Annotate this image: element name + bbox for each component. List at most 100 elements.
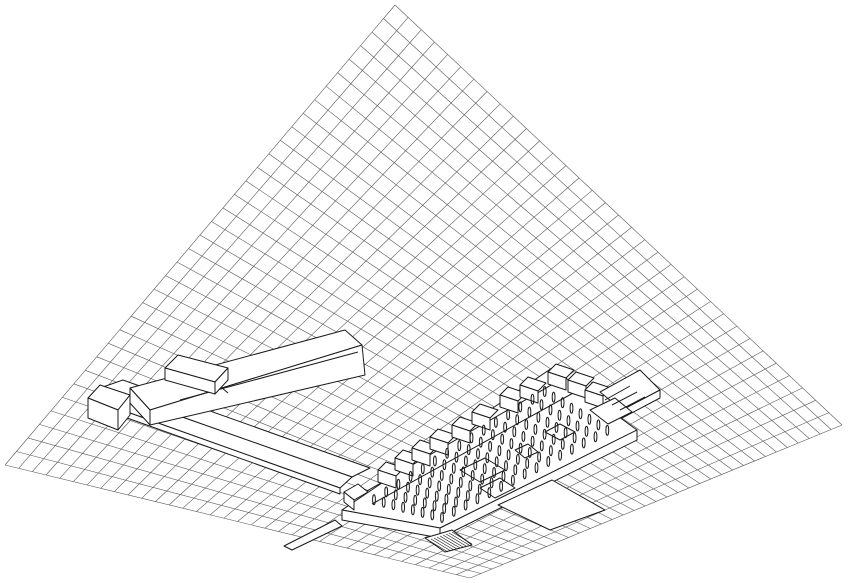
hatch-line [445, 533, 467, 547]
column [511, 474, 515, 486]
grid-line [27, 437, 492, 570]
column [403, 491, 408, 503]
column [551, 391, 556, 403]
column [494, 416, 498, 428]
skylight-box [471, 411, 491, 431]
column [512, 426, 517, 438]
bar-end-cap [87, 384, 131, 431]
column [430, 466, 435, 478]
column [549, 445, 553, 457]
column [454, 451, 459, 463]
column [444, 493, 449, 505]
column [546, 456, 551, 467]
column [560, 397, 565, 409]
column [492, 467, 497, 478]
column [542, 428, 547, 440]
column [420, 506, 425, 518]
hatch-line [451, 531, 473, 545]
column [454, 496, 458, 508]
stair-hatch [424, 529, 473, 553]
column [581, 437, 586, 449]
skylight-box [411, 447, 431, 467]
column [504, 460, 508, 472]
column [439, 470, 444, 481]
column [488, 440, 493, 452]
column [437, 480, 442, 492]
grid-line [16, 451, 481, 574]
column [554, 422, 559, 433]
column [440, 512, 444, 523]
column [442, 459, 447, 471]
column [539, 440, 544, 452]
column [575, 420, 580, 432]
grid-line [428, 387, 803, 569]
hatch-line [433, 537, 455, 551]
grid-line [415, 375, 790, 565]
column [530, 393, 535, 405]
column [473, 459, 478, 471]
column [418, 474, 423, 486]
skylight-boxes [377, 363, 612, 489]
column [527, 447, 532, 458]
building-massing [87, 329, 661, 553]
column [468, 480, 473, 492]
column [487, 487, 492, 499]
column [463, 499, 468, 511]
column [485, 452, 490, 464]
column [527, 406, 532, 418]
hatch-line [442, 534, 464, 548]
column [584, 425, 589, 437]
right-wing [589, 369, 661, 425]
skylight-box [499, 394, 519, 414]
lower-walkway [283, 519, 343, 551]
column [422, 497, 427, 509]
column [572, 432, 577, 444]
column [563, 427, 568, 439]
column [545, 416, 550, 428]
column [587, 413, 592, 425]
column [406, 481, 410, 493]
column [548, 404, 553, 416]
column [396, 478, 401, 490]
hatch-line [436, 536, 458, 550]
column [425, 487, 430, 499]
column [551, 433, 556, 445]
column [482, 463, 487, 475]
column [464, 455, 468, 467]
column [451, 505, 456, 517]
column [499, 480, 504, 492]
column [521, 431, 526, 442]
hatch-line [439, 535, 461, 549]
column [534, 462, 539, 474]
entry-block [343, 483, 369, 511]
column [515, 414, 520, 426]
column [530, 435, 535, 447]
grid-line [469, 424, 843, 579]
column [466, 444, 471, 456]
column [420, 463, 425, 475]
skylight-box [377, 469, 397, 489]
column [509, 438, 514, 450]
skylight-box [451, 424, 471, 444]
column [506, 409, 511, 421]
column [494, 456, 499, 468]
column [542, 386, 547, 397]
column [411, 504, 415, 516]
column [481, 424, 486, 436]
column [569, 402, 574, 414]
column [578, 408, 583, 420]
column [518, 401, 523, 413]
column [480, 473, 485, 485]
grid-line [4, 464, 471, 579]
column [456, 486, 461, 498]
skylight-box [394, 457, 414, 477]
column [476, 448, 480, 460]
hatch-line [448, 532, 470, 546]
column [427, 477, 432, 489]
column [451, 462, 456, 474]
column [413, 494, 418, 506]
rooftop-box [164, 354, 229, 395]
column [500, 433, 505, 445]
